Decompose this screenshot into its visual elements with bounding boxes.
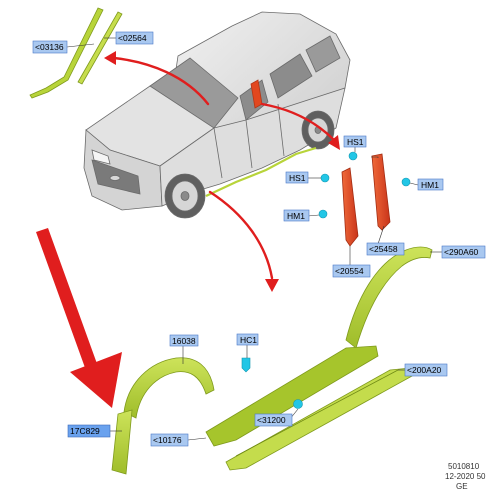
callout-hm1-right[interactable]: HM1 (417, 178, 444, 191)
arrow-to-sill-parts (208, 190, 274, 280)
windshield-strip-left (29, 7, 104, 99)
large-indicator-arrow (36, 228, 122, 408)
clip-31200 (293, 399, 303, 409)
car-front-fascia (83, 129, 163, 211)
svg-text:<290A60: <290A60 (444, 247, 479, 257)
callout-02564[interactable]: <02564 (115, 31, 154, 45)
callout-17C829[interactable]: 17C829 (67, 424, 111, 438)
diagram-footer: 5010810 12-2020 50 GE (445, 462, 486, 491)
callout-hc1[interactable]: HC1 (236, 333, 259, 346)
car-front-wheel (164, 173, 206, 219)
svg-text:<03136: <03136 (35, 42, 64, 52)
leader-lines (66, 37, 442, 441)
svg-text:HC1: HC1 (240, 335, 257, 345)
pillar-trim-front (341, 167, 359, 247)
svg-text:<10176: <10176 (153, 435, 182, 445)
svg-text:17C829: 17C829 (70, 426, 100, 436)
callout-31200[interactable]: <31200 (254, 413, 293, 427)
diagram-date: 12-2020 50 (445, 472, 486, 481)
svg-text:<20554: <20554 (335, 266, 364, 276)
front-wheel-arch-moulding (123, 357, 215, 419)
large-arrow-shaft (36, 228, 100, 376)
sill-moulding-main (205, 345, 379, 447)
indicator-arrows (104, 51, 340, 292)
svg-text:<200A20: <200A20 (407, 365, 442, 375)
arrow-head-pillar (328, 135, 340, 150)
clip-hc1 (241, 357, 251, 373)
diagram-code: 5010810 (448, 462, 480, 471)
fastener-hs1-top (348, 151, 358, 161)
fastener-hm1-left (318, 209, 328, 219)
callout-hs1-left[interactable]: HS1 (285, 171, 309, 184)
car-illustration (83, 11, 351, 219)
svg-text:HM1: HM1 (287, 211, 305, 221)
pillar-trim-rear (371, 153, 391, 231)
windshield-strip-parts (29, 7, 123, 99)
front-arch-lower-extension (111, 409, 133, 475)
fastener-hm1-right (401, 177, 411, 187)
callout-16038[interactable]: 16038 (169, 334, 199, 347)
car-side-window-rear (269, 53, 313, 99)
sill-moulding-edge (235, 369, 399, 457)
callout-25458[interactable]: <25458 (366, 242, 405, 256)
rear-wheel-arch-moulding (345, 246, 433, 349)
callout-10176[interactable]: <10176 (150, 433, 189, 447)
svg-text:HS1: HS1 (347, 137, 364, 147)
car-rear-window (305, 35, 341, 73)
callout-hs1-top[interactable]: HS1 (343, 135, 367, 148)
arrow-to-windshield-strips (112, 56, 210, 106)
callout-200A20[interactable]: <200A20 (404, 363, 448, 377)
svg-text:HM1: HM1 (421, 180, 439, 190)
trim-fasteners (318, 151, 411, 219)
diagram-region: GE (456, 482, 468, 491)
car-headlight (91, 149, 111, 165)
svg-text:16038: 16038 (172, 336, 196, 346)
arrow-to-pillar-trims (260, 102, 336, 142)
wheel-arch-parts (111, 246, 433, 475)
svg-text:<31200: <31200 (257, 415, 286, 425)
arrow-head-sill (265, 279, 279, 292)
large-arrow-head (70, 352, 122, 408)
arrow-head-windshield (104, 51, 116, 65)
side-sill-parts (205, 345, 413, 471)
fastener-hs1-left (320, 173, 330, 183)
sill-clips (241, 357, 303, 409)
pillar-trim-parts (341, 153, 391, 247)
callout-03136[interactable]: <03136 (32, 40, 68, 54)
svg-text:HS1: HS1 (289, 173, 306, 183)
car-sill-highlight (205, 146, 317, 197)
car-door-line (213, 103, 285, 179)
callout-hm1-left[interactable]: HM1 (283, 209, 310, 222)
windshield-strip-right (77, 11, 123, 85)
callout-290A60[interactable]: <290A60 (441, 245, 486, 259)
callout-20554[interactable]: <20554 (332, 264, 371, 278)
svg-text:<02564: <02564 (118, 33, 147, 43)
car-badge (109, 175, 121, 181)
svg-text:<25458: <25458 (369, 244, 398, 254)
callout-labels: <03136 <02564 HS1 HS1 HM1 HM1 <25458 <2 (32, 31, 486, 447)
